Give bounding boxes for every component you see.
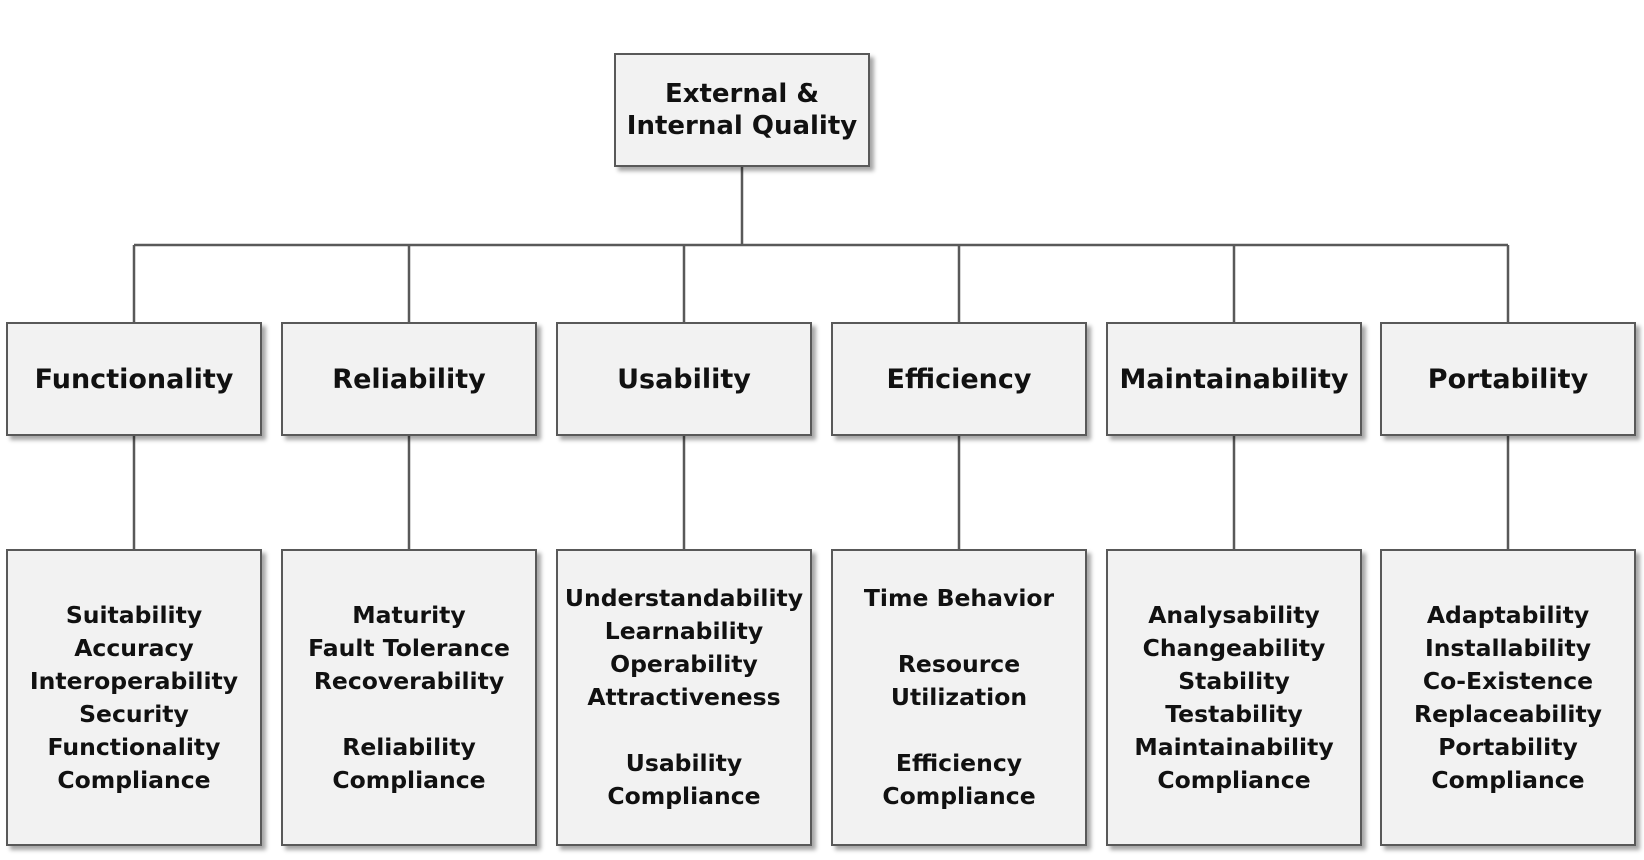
category-label-reliability: Reliability [332,363,486,395]
subcharacteristic-item: Maintainability [1134,732,1334,761]
subcharacteristic-item: Installability [1424,633,1592,662]
subcharacteristic-item: Testability [1165,699,1303,728]
subcharacteristic-item: Accuracy [74,633,194,662]
subcharacteristic-item: Interoperability [29,666,239,695]
category-box-usability: Usability [556,322,812,436]
subcharacteristic-item: Changeability [1142,633,1326,662]
root-title-line-2: Internal Quality [626,111,858,141]
root-title-line-1: External & [664,79,820,109]
subcharacteristic-item: Recoverability [313,666,505,695]
subcharacteristic-item: Resource [897,650,1021,678]
subcharacteristic-item: Co-Existence [1422,666,1594,695]
subcharacteristic-item: Adaptability [1426,600,1590,629]
subcharacteristic-item: Replaceability [1413,699,1603,728]
category-label-usability: Usability [617,363,751,395]
category-box-portability: Portability [1380,322,1636,436]
subcharacteristic-item: Usability [625,749,743,777]
root-quality-box: External & Internal Quality [614,53,870,167]
category-box-efficiency: Efficiency [831,322,1087,436]
category-box-reliability: Reliability [281,322,537,436]
subcharacteristic-item: Utilization [890,683,1028,711]
category-label-efficiency: Efficiency [886,363,1032,395]
subcharacteristic-item: Stability [1178,666,1290,695]
subcharacteristic-item: Learnability [604,617,764,645]
subcharacteristic-item: Portability [1438,732,1578,761]
subcharacteristic-item: Fault Tolerance [308,633,510,662]
category-label-portability: Portability [1427,363,1589,395]
subcharacteristic-item: Suitability [65,600,203,629]
subcharacteristic-item: Compliance [1431,765,1585,794]
subcharacteristic-item: Maturity [352,600,466,629]
subcharacteristic-item: Efficiency [895,749,1023,777]
subcharacteristic-item: Compliance [882,782,1036,810]
category-box-functionality: Functionality [6,322,262,436]
category-box-maintainability: Maintainability [1106,322,1362,436]
subcharacteristic-item: Analysability [1148,600,1320,629]
subcharacteristic-item: Security [79,699,189,728]
category-label-maintainability: Maintainability [1119,363,1349,395]
subcharacteristic-item: Operability [610,650,758,678]
category-label-functionality: Functionality [34,363,234,395]
subcharacteristic-item: Compliance [332,765,486,794]
subcharacteristic-item: Reliability [342,732,476,761]
subcharacteristic-item: Attractiveness [587,683,781,711]
subcharacteristic-item: Understandability [564,584,804,612]
subcharacteristic-item: Time Behavior [863,584,1055,612]
subcharacteristic-item: Functionality [47,732,221,761]
subcharacteristic-item: Compliance [607,782,761,810]
subcharacteristic-item: Compliance [1157,765,1311,794]
subcharacteristic-item: Compliance [57,765,211,794]
